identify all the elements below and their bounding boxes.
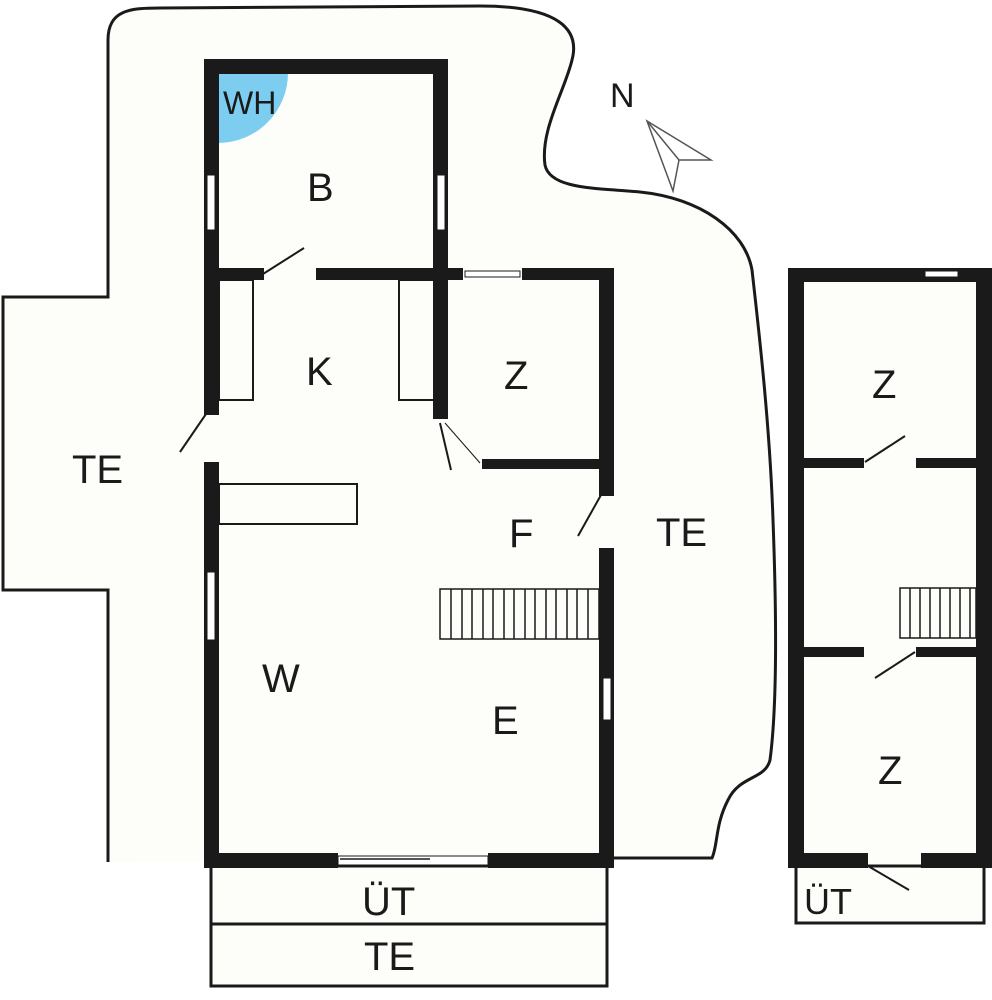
room-label-terrace-west: TE	[72, 448, 123, 492]
south-terrace-block	[209, 864, 609, 988]
door	[179, 247, 602, 537]
staircase	[439, 588, 600, 640]
room-label-annex-bedroom-1: Z	[872, 363, 896, 407]
room-label-terrace-east: TE	[656, 511, 707, 555]
room-label-terrace-south: TE	[364, 935, 415, 979]
room-label-covered-terrace: ÜT	[362, 880, 415, 924]
window	[206, 174, 612, 866]
main-building	[179, 59, 614, 868]
room-label-kitchen: K	[306, 350, 333, 394]
room-label-dining-area: E	[492, 699, 519, 743]
room-label-bathroom: B	[307, 166, 334, 210]
room-label-annex-bedroom-2: Z	[878, 749, 902, 793]
water-heater-icon	[218, 73, 288, 143]
room-label-hallway: F	[509, 512, 533, 556]
annex-building	[788, 268, 992, 925]
room-label-living-room: W	[262, 657, 300, 701]
room-label-bedroom: Z	[504, 354, 528, 398]
north-label: N	[610, 77, 635, 115]
room-label-water-heater: WH	[223, 85, 276, 121]
north-arrow-icon	[645, 119, 714, 194]
compass: N	[610, 77, 714, 194]
room-label-annex-covered-terrace: ÜT	[804, 881, 852, 922]
